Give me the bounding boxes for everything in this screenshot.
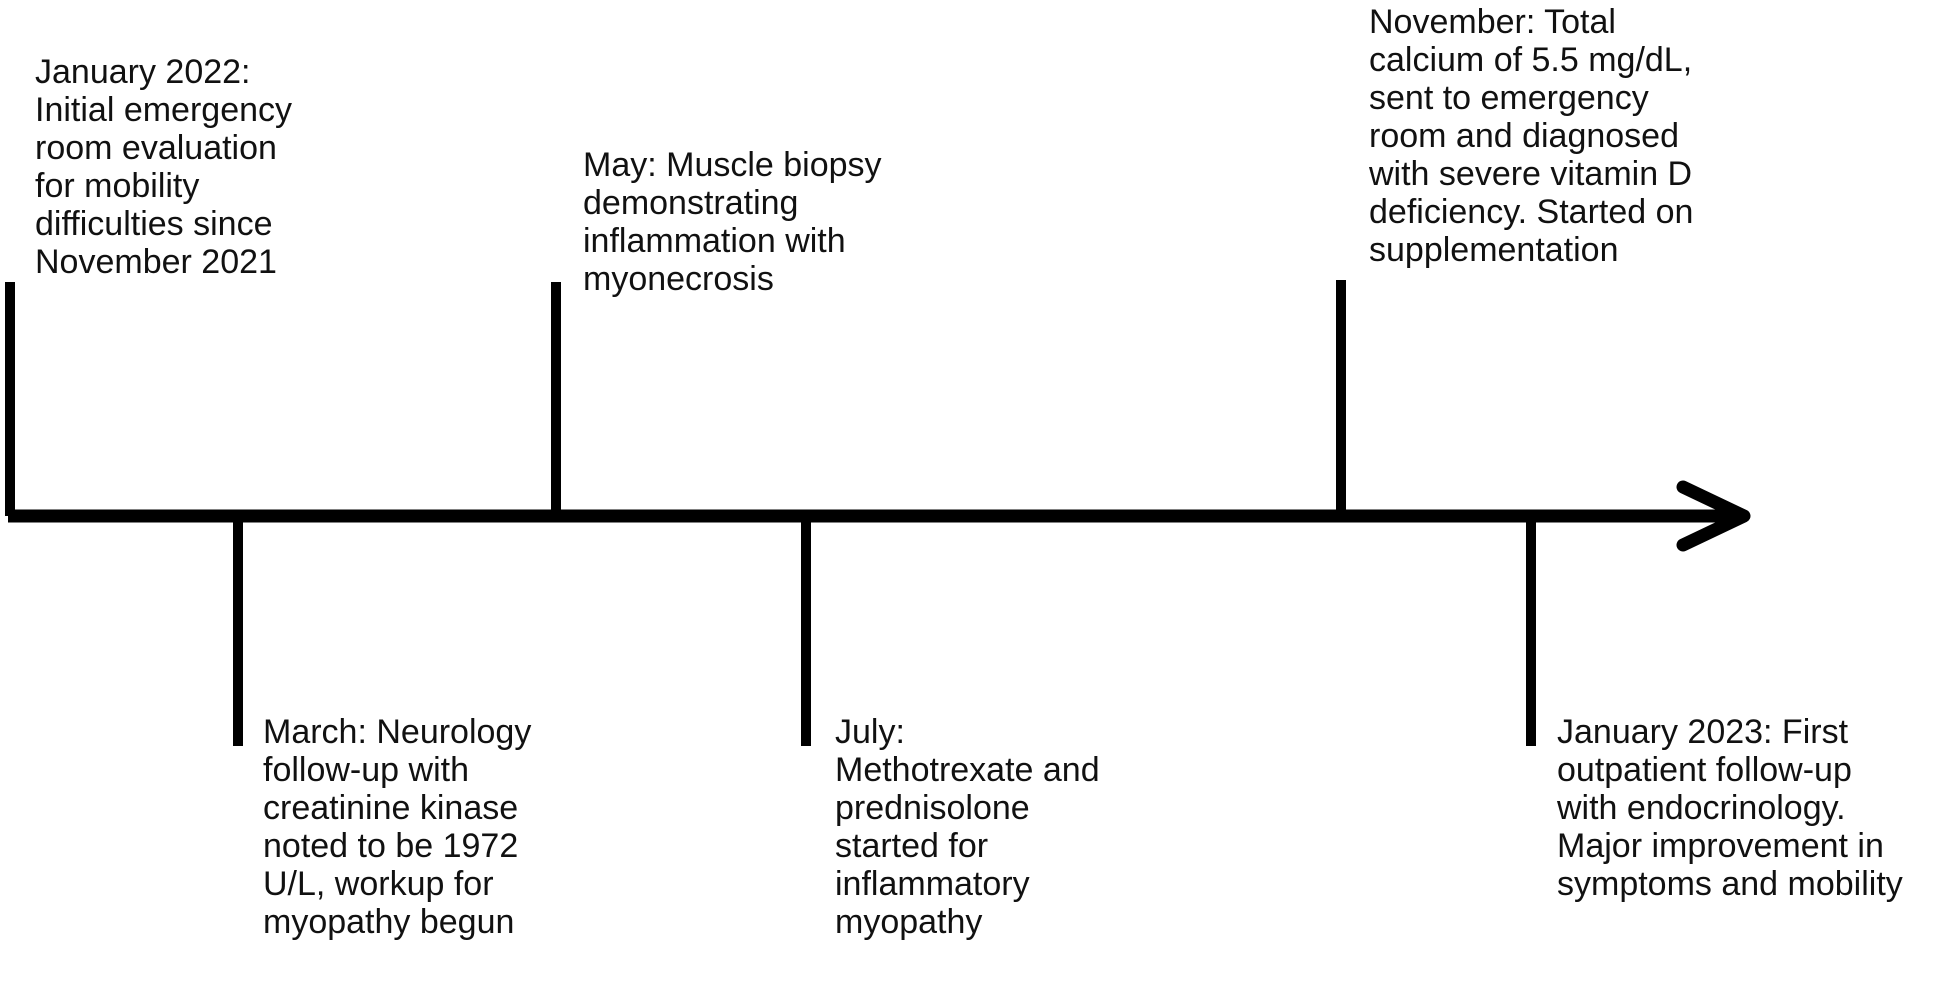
event-january-2022: January 2022: Initial emergency room eva… bbox=[35, 53, 293, 281]
timeline-arrowhead bbox=[1676, 480, 1751, 552]
event-may: May: Muscle biopsy demonstrating inflamm… bbox=[583, 146, 882, 298]
event-november: November: Total calcium of 5.5 mg/dL, se… bbox=[1369, 3, 1694, 269]
event-january-2023: January 2023: First outpatient follow-up… bbox=[1557, 713, 1903, 903]
event-march: March: Neurology follow-up with creatini… bbox=[263, 713, 532, 941]
event-july: July: Methotrexate and prednisolone star… bbox=[835, 713, 1100, 941]
